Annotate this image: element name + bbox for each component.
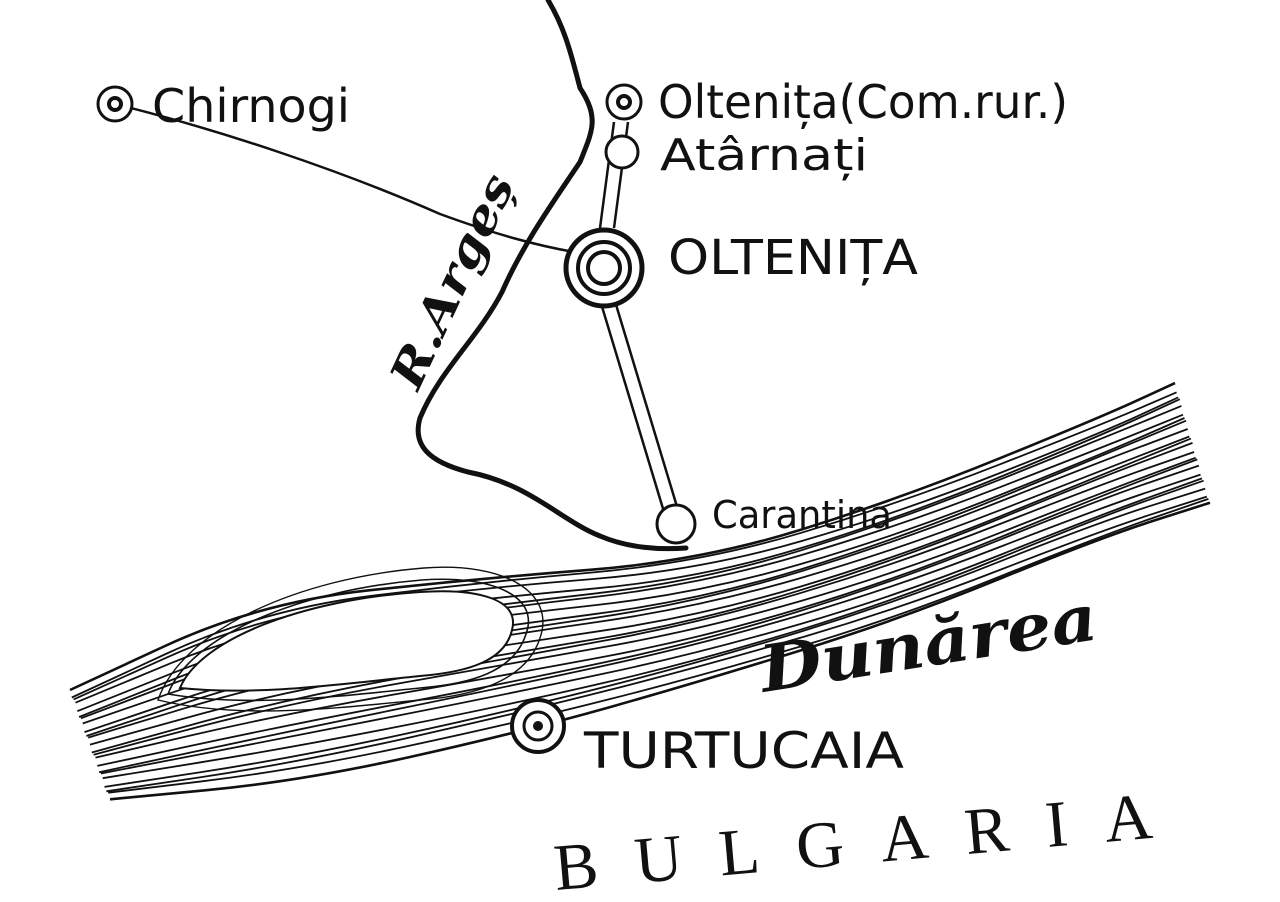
atarnati-symbol [604, 134, 640, 170]
danube-hatch-line [89, 442, 1193, 746]
danube-hatch-line [104, 487, 1206, 788]
danube-hatch-line [106, 495, 1208, 793]
danube-hatch-line [98, 473, 1201, 774]
label-chirnogi: Chirnogi [152, 79, 350, 133]
danube-hatch-line [95, 458, 1198, 759]
chirnogi-symbol [96, 85, 134, 123]
danube-hatch-line [97, 464, 1200, 767]
danube-hatch-line [100, 477, 1203, 775]
danube-island [157, 566, 544, 712]
label-country: BULGARIA [551, 780, 1155, 902]
danube-hatch-line [69, 381, 1176, 692]
label-carantina: Carantina [712, 493, 892, 537]
label-oltenita: OLTENIȚA [668, 230, 918, 286]
danube-hatch-line [93, 456, 1197, 756]
label-turtucaia: TURTUCAIA [583, 722, 904, 780]
danube-hatch-line [108, 498, 1209, 794]
danube-hatch-line [87, 437, 1192, 739]
danube-hatch-line [91, 451, 1195, 754]
label-atarnati: Atârnați [660, 130, 868, 181]
danube-hatch-line [71, 391, 1177, 699]
oltenita-rural-symbol [605, 83, 643, 121]
danube-hatch-line [109, 501, 1211, 801]
danube-hatch-line [86, 435, 1190, 737]
danube-hatch-line [73, 396, 1179, 701]
danube-hatch-line [102, 479, 1204, 780]
turtucaia-symbol [510, 698, 566, 754]
road-chirnogi-oltenita [114, 102, 575, 254]
oltenita-town-symbol [563, 227, 645, 309]
arges-river [415, 0, 689, 552]
label-oltenita-rural: Oltenița(Com.rur.) [658, 75, 1068, 130]
danube-hatch-line [84, 428, 1189, 733]
carantina-symbol [655, 503, 697, 545]
danube-hatch-line [75, 398, 1181, 704]
